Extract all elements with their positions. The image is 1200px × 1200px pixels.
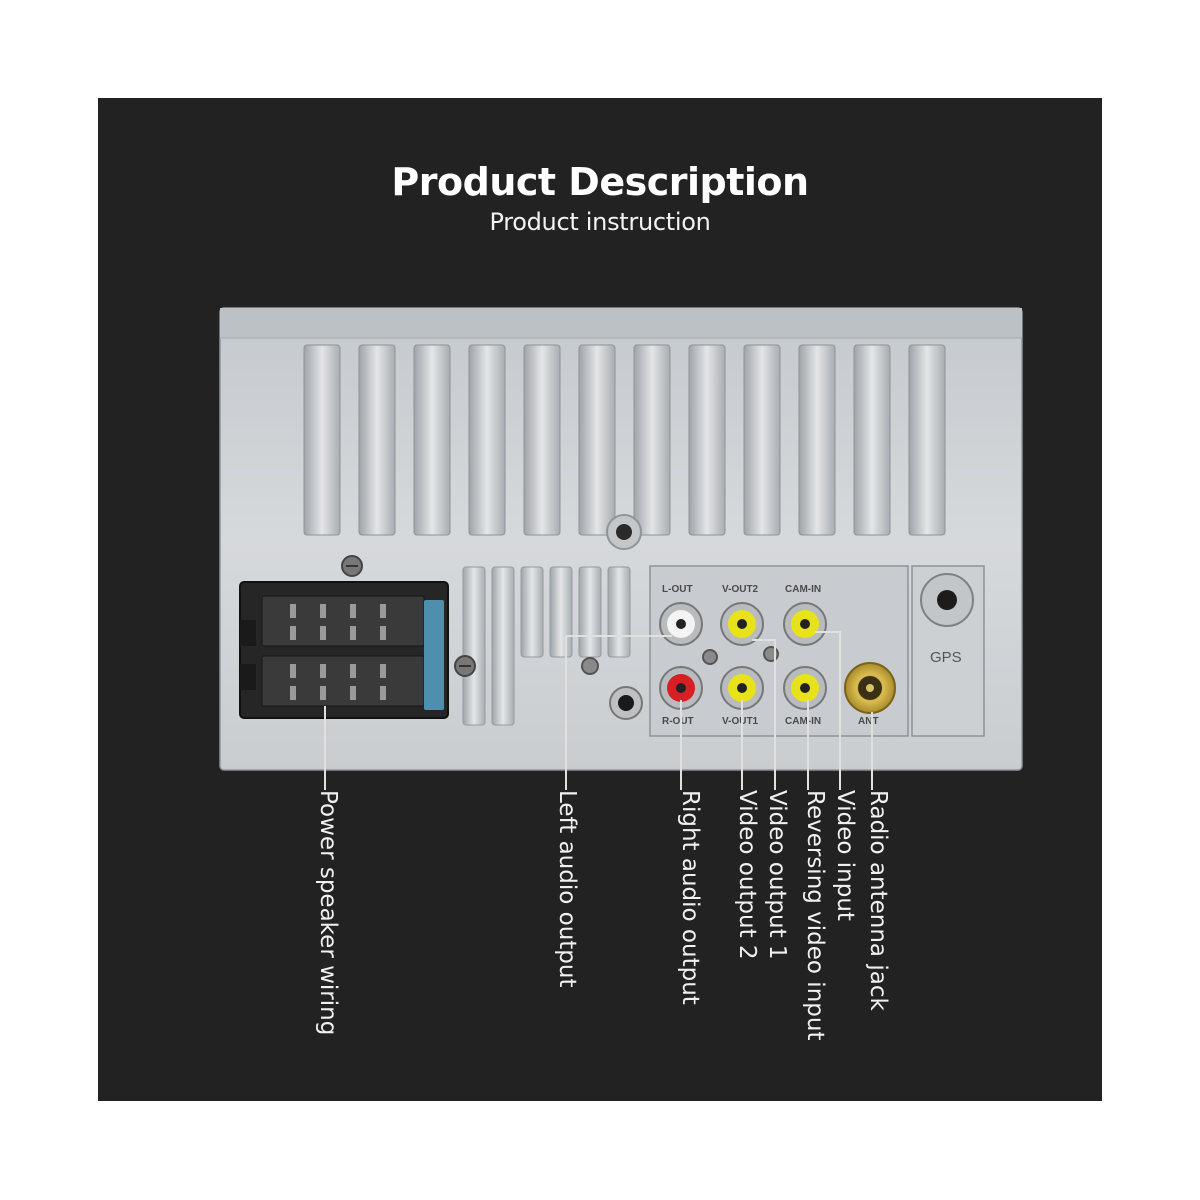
callout-right-audio-output: Right audio output [677, 790, 703, 1005]
rca-jack-video-out-1 [720, 666, 764, 710]
rca-jack-video-input [783, 602, 827, 646]
label-gps: GPS [930, 649, 962, 666]
callout-video-input: Video input [832, 790, 858, 921]
label-l-out: L-OUT [662, 584, 693, 595]
rca-jack-reversing-video-input [783, 666, 827, 710]
label-cam-in-top: CAM-IN [785, 584, 821, 595]
page-title: Product Description [391, 160, 809, 204]
page-subtitle: Product instruction [489, 208, 711, 236]
label-ant: ANT [858, 716, 879, 727]
rca-jack-left-audio-out [659, 602, 703, 646]
callout-power-speaker-wiring: Power speaker wiring [315, 790, 341, 1036]
label-r-out: R-OUT [662, 716, 694, 727]
mount-screw-hole [606, 514, 642, 550]
callout-video-output-1: Video output 1 [764, 790, 790, 960]
gps-jack [920, 573, 974, 627]
callout-left-audio-output: Left audio output [554, 790, 580, 988]
callout-reversing-video-input: Reversing video input [802, 790, 828, 1041]
label-v-out1: V-OUT1 [722, 716, 759, 727]
lower-vent-slots [462, 566, 631, 726]
small-socket [609, 686, 643, 720]
iso-connector [239, 581, 449, 719]
antenna-jack [844, 662, 896, 714]
screw-jack-left [702, 649, 718, 665]
screw-right-of-connector [454, 655, 476, 677]
callout-lines [324, 631, 873, 790]
label-cam-in-bottom: CAM-IN [785, 716, 821, 727]
rca-jack-video-out-2 [720, 602, 764, 646]
callout-video-output-2: Video output 2 [734, 790, 760, 960]
callout-radio-antenna-jack: Radio antenna jack [865, 790, 891, 1011]
heatsink-fins [303, 344, 946, 536]
rca-jack-right-audio-out [659, 666, 703, 710]
screw-middle [581, 657, 599, 675]
screw-top [341, 555, 363, 577]
label-v-out2: V-OUT2 [722, 584, 759, 595]
